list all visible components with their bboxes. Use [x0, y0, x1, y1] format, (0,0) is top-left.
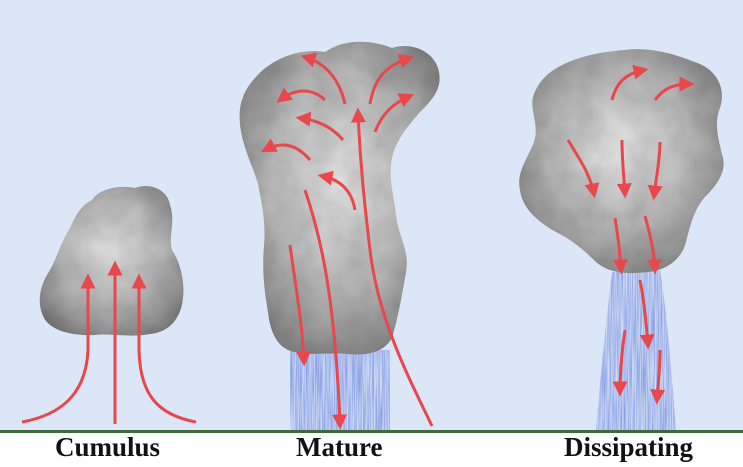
- label-cumulus: Cumulus: [55, 432, 160, 463]
- cumulus-cloud: [40, 186, 184, 336]
- label-mature: Mature: [296, 432, 382, 463]
- cumulus-stage: [22, 186, 196, 424]
- label-dissipating: Dissipating: [564, 432, 693, 463]
- dissipating-rain-shaft: [596, 270, 676, 430]
- dissipating-stage: [519, 49, 723, 430]
- diagram-canvas: [0, 0, 743, 430]
- mature-stage: [240, 42, 440, 430]
